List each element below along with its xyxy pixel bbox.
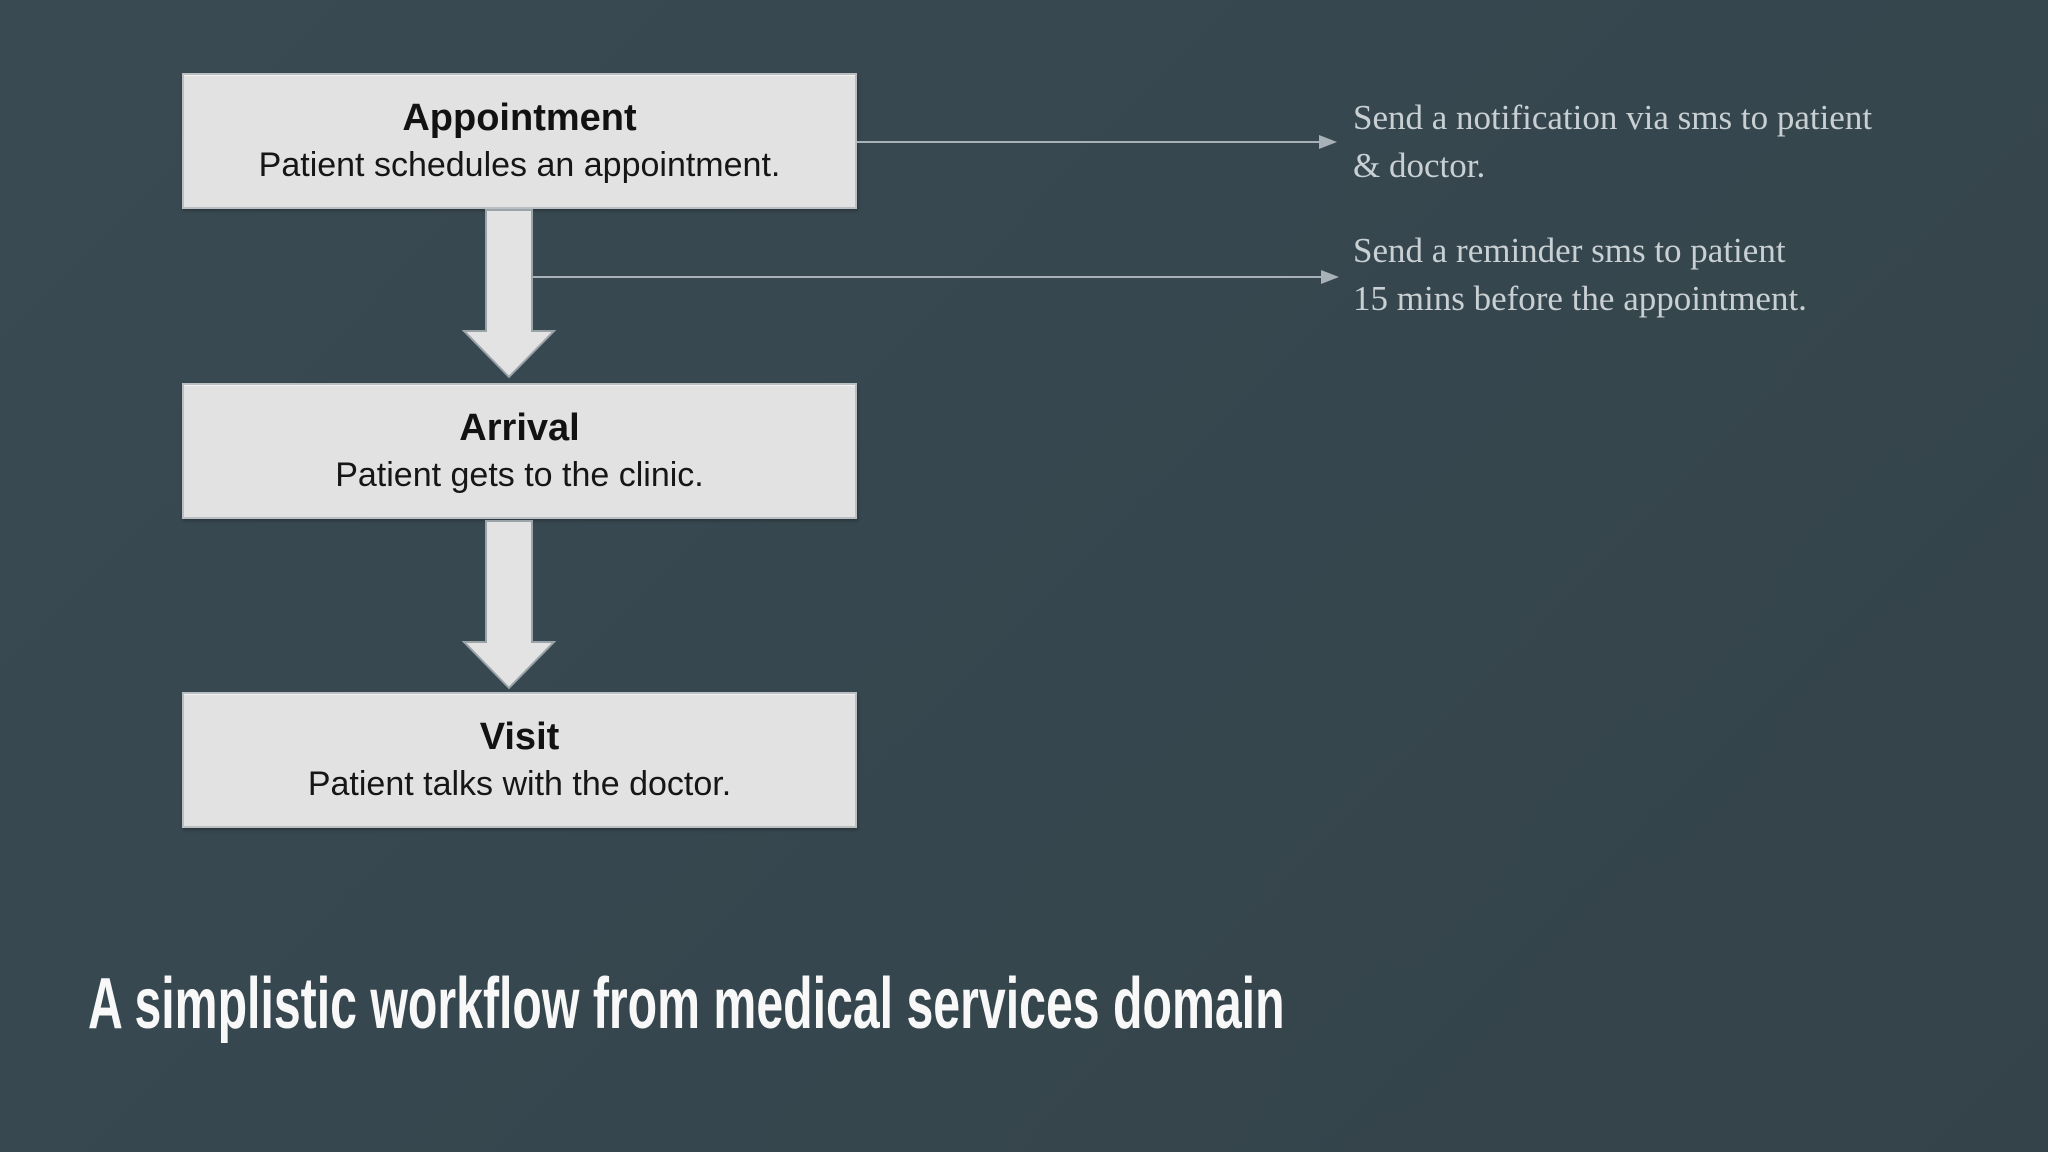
node-description: Patient schedules an appointment. [258, 146, 781, 184]
node-title: Appointment [402, 97, 637, 139]
annotation-sms-reminder: Send a reminder sms to patient 15 mins b… [1353, 227, 1807, 323]
node-description: Patient gets to the clinic. [335, 456, 704, 494]
annotation-line: Send a reminder sms to patient [1353, 231, 1786, 270]
node-title: Visit [479, 716, 560, 758]
connector-arrow-notification [857, 135, 1337, 149]
flow-node-arrival: Arrival Patient gets to the clinic. [182, 383, 857, 519]
node-description: Patient talks with the doctor. [307, 765, 732, 803]
annotation-line: & doctor. [1353, 146, 1486, 185]
connector-arrow-reminder [533, 270, 1339, 284]
down-arrow [462, 520, 556, 690]
node-title: Arrival [459, 407, 580, 449]
annotation-sms-notification: Send a notification via sms to patient &… [1353, 94, 1872, 190]
down-arrow [462, 209, 556, 379]
annotation-line: 15 mins before the appointment. [1353, 279, 1807, 318]
annotation-line: Send a notification via sms to patient [1353, 98, 1873, 137]
flow-node-visit: Visit Patient talks with the doctor. [182, 692, 857, 828]
flow-node-appointment: Appointment Patient schedules an appoint… [182, 73, 857, 209]
slide-caption: A simplistic workflow from medical servi… [88, 964, 1285, 1044]
